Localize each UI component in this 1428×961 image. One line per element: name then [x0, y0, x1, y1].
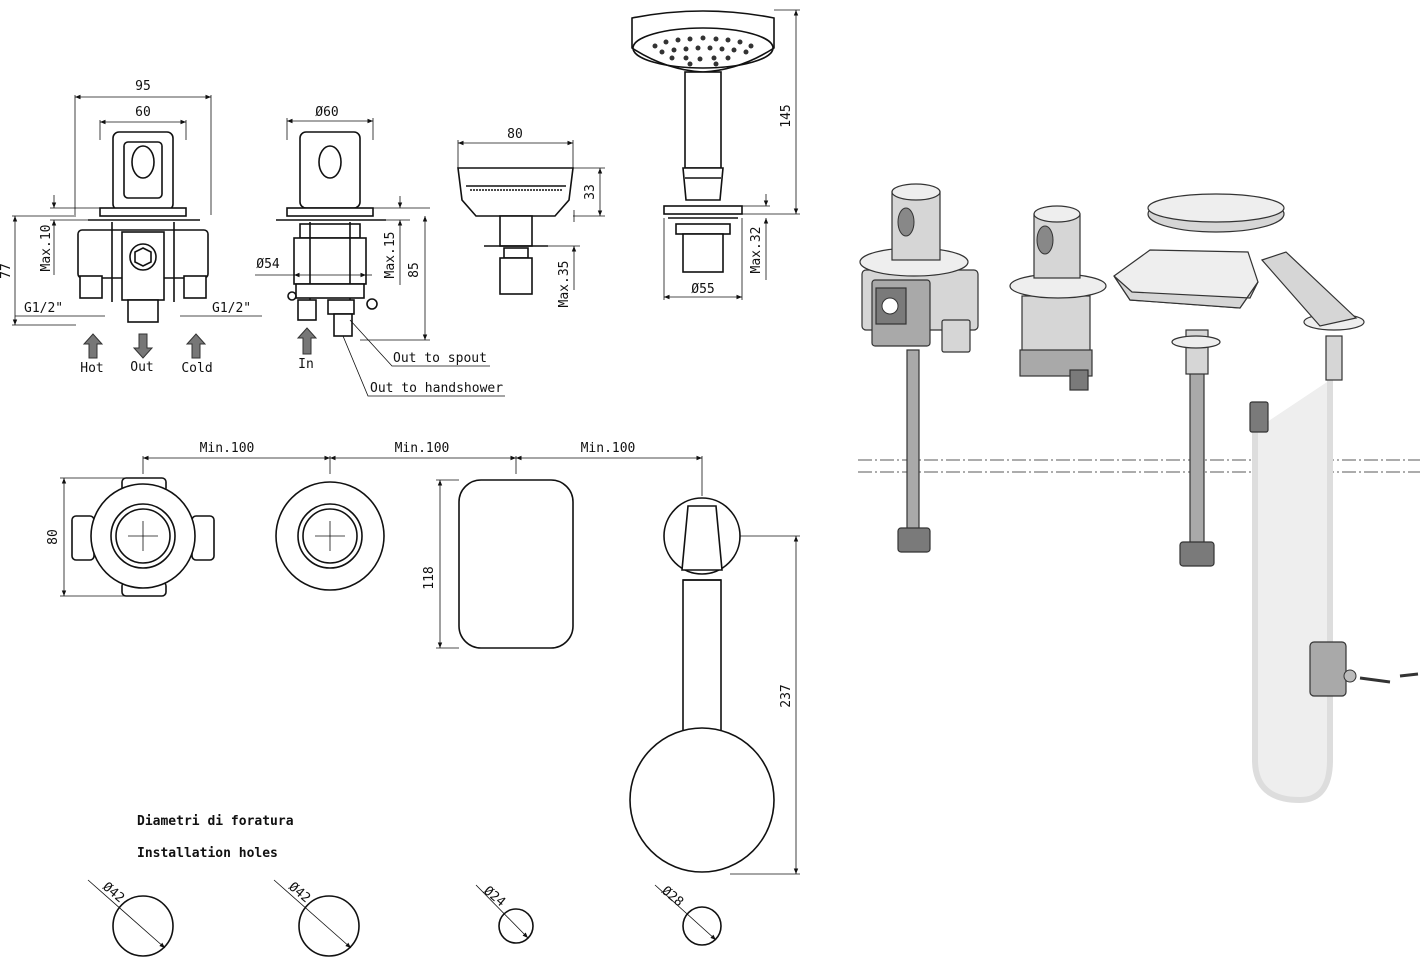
dim-side-diameter-top: Ø60	[315, 105, 338, 120]
dim-front-width-outer: 95	[135, 79, 151, 94]
dim-handshower-length: 237	[779, 684, 794, 707]
dim-plate-diameter: 80	[46, 529, 61, 545]
dim-spacing-1: Min.100	[200, 441, 255, 456]
dim-side-max-depth: Max.15	[383, 232, 398, 279]
side-view: Ø60 Ø54 Max.15 85 In Out to spout	[255, 105, 505, 397]
dim-handshower-height: 145	[779, 104, 794, 127]
label-out: Out	[130, 360, 153, 375]
dim-side-height: 85	[407, 262, 422, 278]
isometric-view	[858, 183, 1420, 804]
top-layout: Min.100 Min.100 Min.100 80 118	[46, 441, 800, 875]
dim-spout-height: 33	[583, 184, 598, 200]
handshower-nozzles	[652, 35, 754, 67]
dim-handshower-diameter: Ø55	[691, 282, 714, 297]
hole-2-diameter: Ø42	[285, 880, 313, 907]
iso-diverter	[1009, 205, 1107, 391]
hole-1-diameter: Ø42	[99, 880, 127, 907]
spout-view: 80 33 Max.35	[457, 127, 605, 308]
dim-spacing-2: Min.100	[395, 441, 450, 456]
dim-side-diameter-body: Ø54	[256, 257, 280, 272]
dim-front-max-top: Max.10	[39, 225, 54, 272]
label-out-to-spout: Out to spout	[393, 351, 487, 366]
holes-title-it: Diametri di foratura	[137, 814, 294, 829]
dim-spout-max-depth: Max.35	[557, 261, 572, 308]
thread-left: G1/2"	[24, 301, 63, 316]
handshower-view: 145 Max.32 Ø55	[631, 9, 800, 300]
label-out-to-handshower: Out to handshower	[370, 381, 503, 396]
label-cold: Cold	[181, 361, 212, 376]
iso-handshower	[1147, 193, 1419, 804]
hole-3-diameter: Ø24	[480, 884, 508, 911]
dim-front-width-inner: 60	[135, 105, 151, 120]
installation-holes: Diametri di foratura Installation holes …	[87, 814, 722, 957]
label-inlet: In	[298, 357, 314, 372]
thread-right: G1/2"	[212, 301, 251, 316]
hole-4-diameter: Ø28	[658, 884, 686, 911]
dim-spacing-3: Min.100	[581, 441, 636, 456]
iso-mixer	[859, 183, 979, 553]
dim-spout-height-top: 118	[422, 566, 437, 589]
dim-spout-width: 80	[507, 127, 523, 142]
iso-spout	[1113, 249, 1259, 567]
holes-title-en: Installation holes	[137, 846, 278, 861]
label-hot: Hot	[80, 361, 103, 376]
dim-handshower-max-depth: Max.32	[749, 227, 764, 274]
front-view: 95 60 77 Max.10 G1/2"	[0, 79, 262, 376]
dim-front-height: 77	[0, 263, 14, 279]
